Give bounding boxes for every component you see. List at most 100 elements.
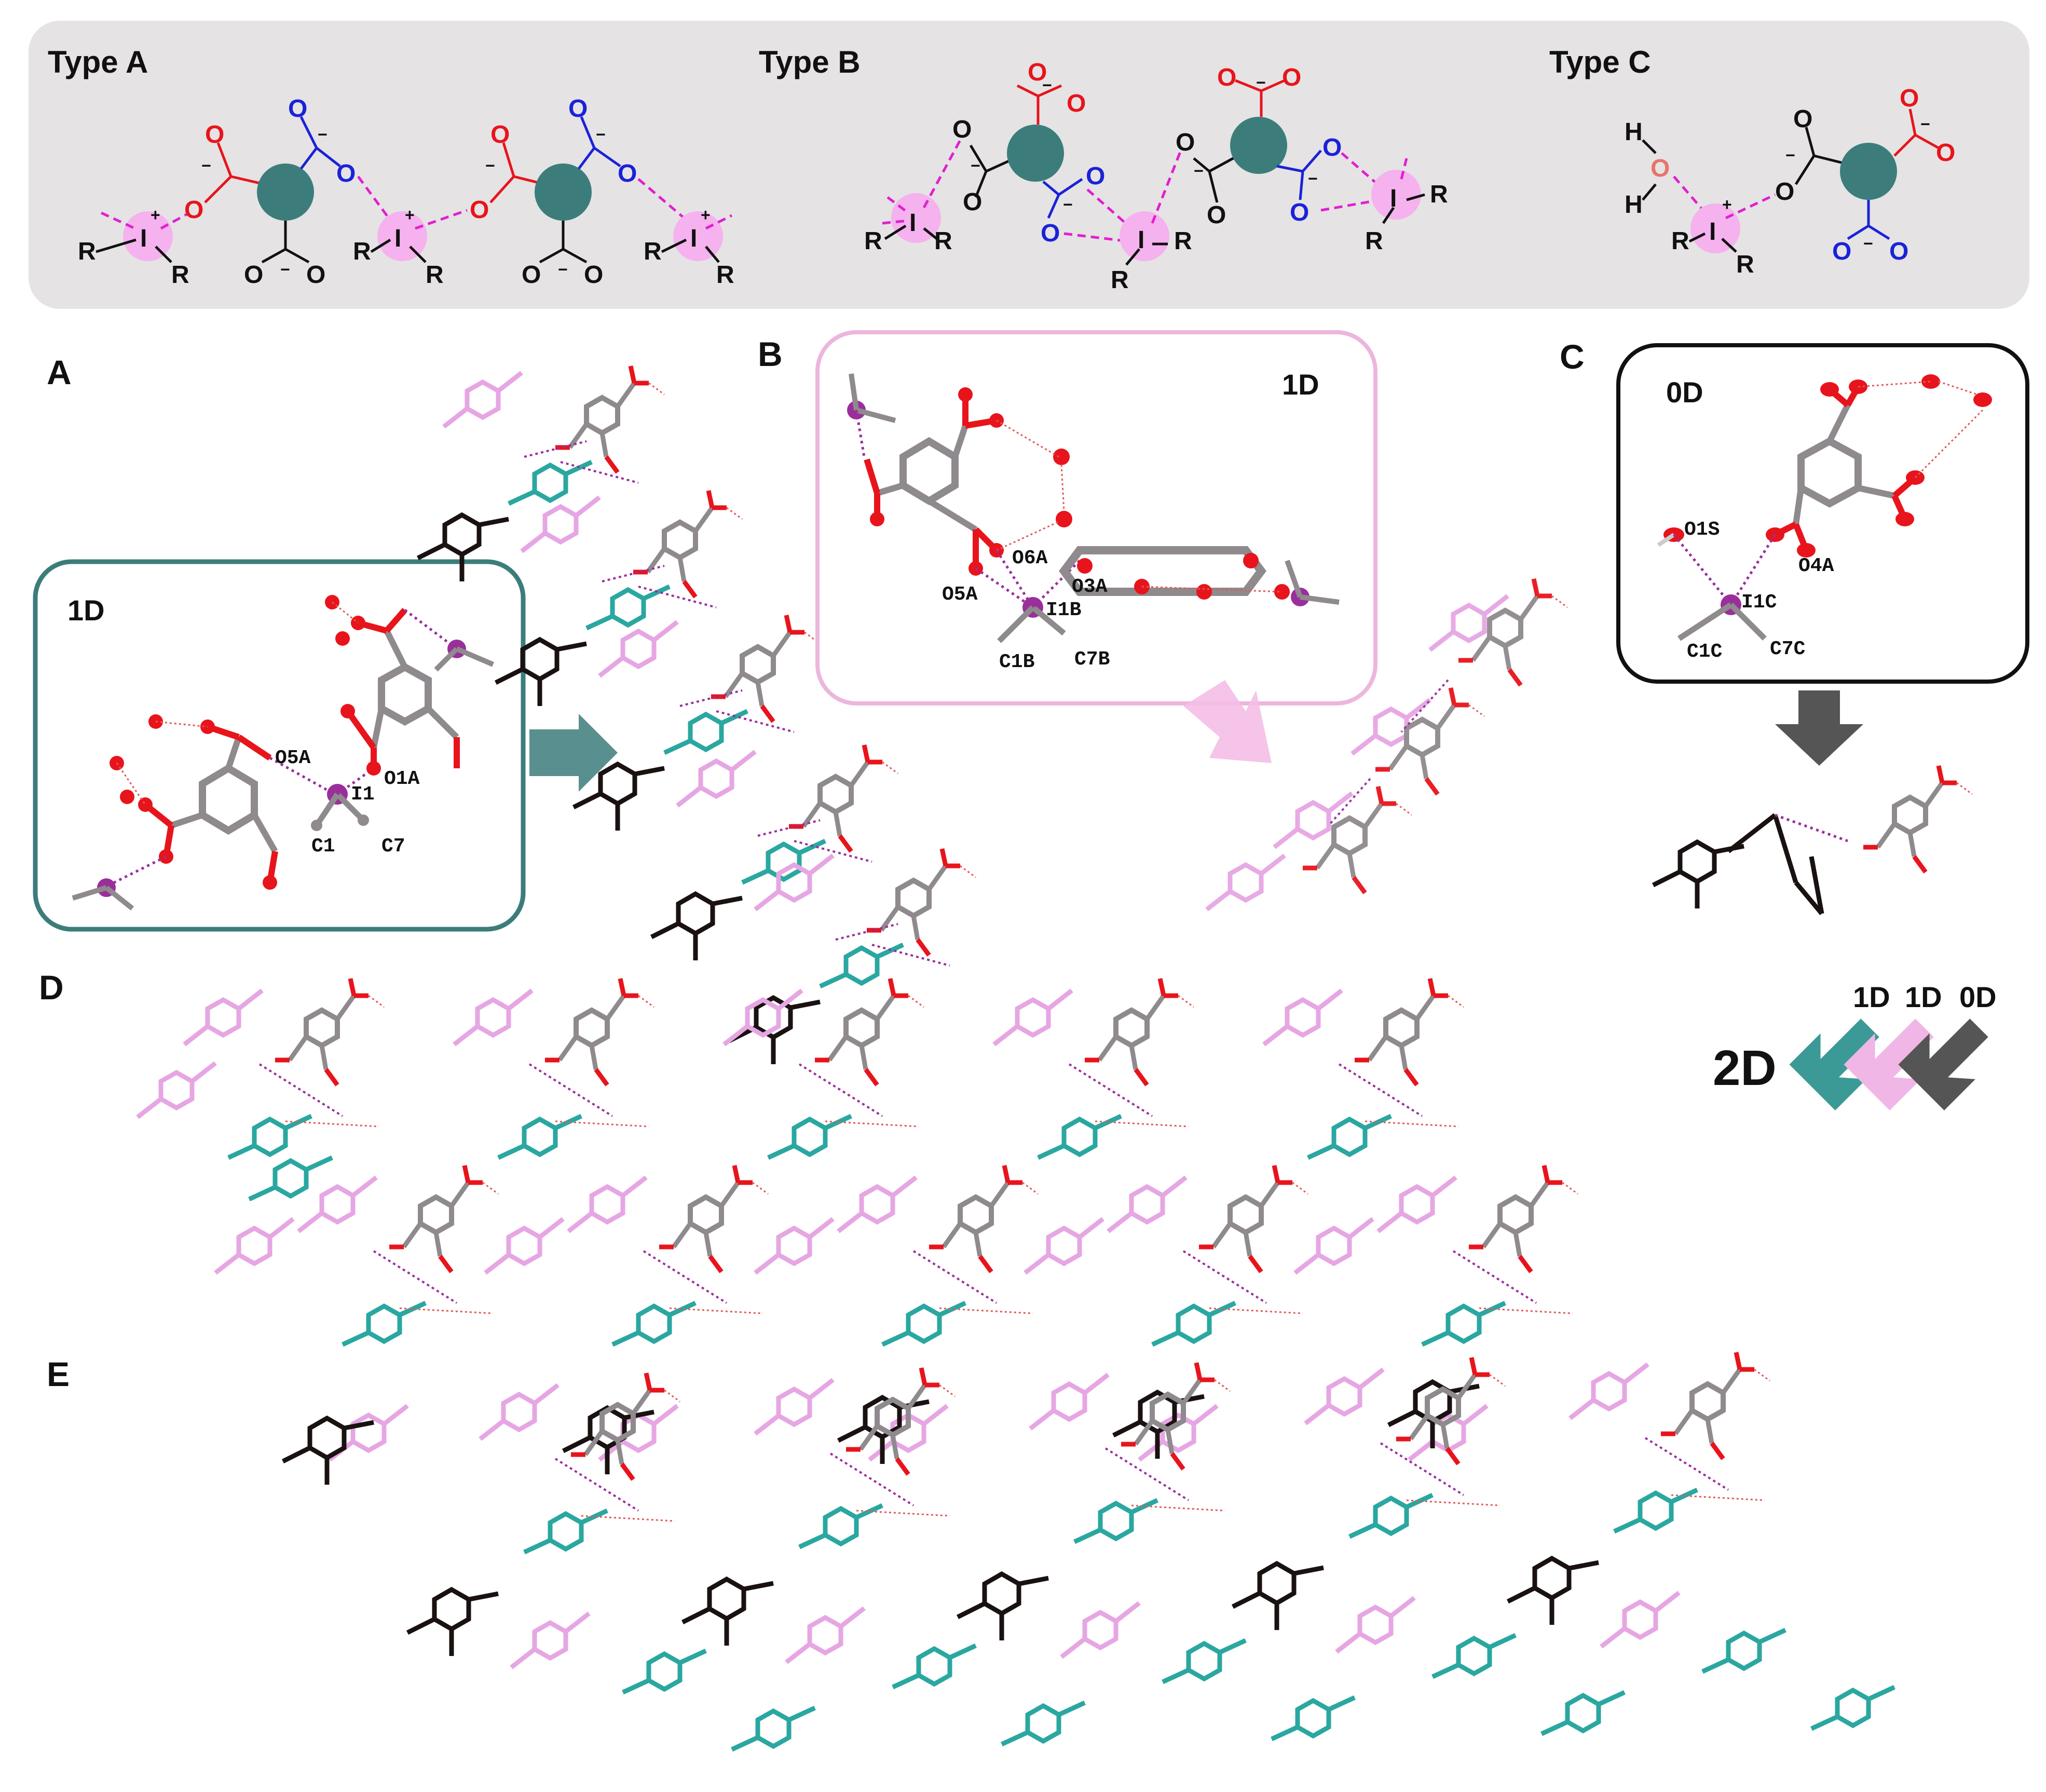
svg-text:O: O — [1322, 134, 1342, 161]
svg-text:O: O — [1217, 64, 1236, 91]
inset-b-box — [815, 330, 1377, 705]
svg-text:R: R — [353, 238, 371, 265]
inset-c-dimension: 0D — [1666, 376, 1703, 409]
type-c-title: Type C — [1549, 45, 1651, 79]
svg-text:O: O — [470, 196, 489, 224]
svg-text:−: − — [1863, 234, 1873, 253]
atom-c1-a: C1 — [311, 835, 335, 858]
atom-c7c-c: C7C — [1770, 638, 1805, 660]
svg-text:R: R — [426, 261, 444, 289]
svg-text:I: I — [690, 225, 697, 252]
svg-text:−: − — [1042, 76, 1052, 94]
svg-text:O: O — [490, 121, 510, 148]
type-b-scheme: R I R O O − O O − O O − I R R O — [864, 59, 1448, 294]
svg-text:−: − — [558, 260, 568, 279]
svg-text:O: O — [522, 261, 541, 289]
svg-text:O: O — [1067, 90, 1086, 117]
svg-text:O: O — [1282, 64, 1301, 91]
svg-text:R: R — [1174, 227, 1192, 255]
svg-text:−: − — [201, 156, 211, 175]
svg-text:O: O — [306, 261, 325, 289]
svg-text:H: H — [1625, 191, 1643, 219]
metal-node-b1 — [1007, 125, 1064, 182]
svg-text:−: − — [596, 125, 606, 144]
svg-text:I: I — [1390, 185, 1397, 212]
panel-label-b: B — [758, 335, 783, 373]
svg-text:R: R — [934, 227, 952, 255]
legend-result-2d: 2D — [1713, 1040, 1777, 1096]
svg-text:−: − — [1194, 161, 1204, 180]
svg-text:O: O — [1176, 129, 1195, 156]
dimension-legend: 1D 1D 0D 2D — [1713, 981, 1997, 1110]
svg-text:I: I — [909, 209, 916, 237]
type-a-title: Type A — [48, 45, 148, 79]
svg-text:0D: 0D — [1959, 981, 1997, 1013]
svg-text:O: O — [1793, 105, 1812, 133]
svg-text:−: − — [1785, 146, 1795, 165]
svg-text:O: O — [618, 160, 637, 187]
inset-a-dimension: 1D — [67, 594, 105, 627]
metal-node-a1 — [257, 164, 314, 221]
atom-o5a-a: O5A — [275, 747, 311, 769]
svg-text:O: O — [1775, 178, 1794, 206]
svg-text:O: O — [568, 95, 588, 123]
svg-text:O: O — [1028, 59, 1047, 86]
panel-label-d: D — [39, 968, 64, 1007]
svg-text:−: − — [971, 156, 980, 175]
atom-c7-a: C7 — [381, 835, 405, 858]
svg-text:H: H — [1625, 118, 1643, 146]
svg-text:R: R — [1430, 181, 1448, 208]
svg-text:R: R — [864, 227, 882, 255]
svg-text:−: − — [318, 125, 328, 144]
metal-node-a2 — [535, 164, 592, 221]
svg-text:O: O — [1041, 220, 1060, 247]
chain-c-packing — [1653, 766, 1972, 915]
atom-c1b-b: C1B — [999, 651, 1034, 673]
atom-o1a-a: O1A — [384, 768, 420, 790]
inset-a-molecule — [72, 595, 494, 911]
svg-text:I: I — [394, 225, 401, 252]
inset-b-dimension: 1D — [1282, 368, 1319, 401]
svg-text:O: O — [963, 188, 982, 216]
svg-text:R: R — [78, 238, 96, 265]
svg-text:−: − — [1256, 73, 1266, 92]
svg-text:−: − — [1063, 195, 1073, 214]
atom-o1s-c: O1S — [1684, 519, 1720, 541]
svg-text:R: R — [644, 238, 662, 265]
svg-text:I: I — [1709, 218, 1716, 246]
metal-node-b2 — [1230, 117, 1287, 174]
panel-label-a: A — [47, 353, 72, 391]
atom-o4a-c: O4A — [1798, 555, 1834, 577]
atom-c7b-b: C7B — [1074, 648, 1110, 671]
svg-text:1D: 1D — [1905, 981, 1942, 1013]
svg-text:R: R — [716, 261, 734, 289]
svg-text:+: + — [405, 206, 415, 224]
svg-text:I: I — [140, 225, 147, 252]
arrow-a — [529, 714, 618, 792]
atom-i1-a: I1 — [351, 783, 375, 806]
type-b-title: Type B — [759, 45, 861, 79]
packing-e — [283, 1352, 1894, 1749]
svg-text:−: − — [485, 156, 495, 175]
svg-text:O: O — [184, 196, 203, 224]
inset-a-box — [33, 559, 526, 932]
svg-text:1D: 1D — [1853, 981, 1890, 1013]
svg-text:O: O — [336, 160, 356, 187]
svg-text:R: R — [1365, 227, 1383, 255]
arrow-c — [1775, 690, 1863, 766]
svg-text:+: + — [701, 206, 711, 224]
svg-text:−: − — [1920, 115, 1930, 133]
type-c-scheme: H H O R I + R O O − O O − O O − — [1625, 85, 1955, 278]
svg-text:R: R — [1111, 266, 1129, 294]
svg-text:I: I — [1138, 226, 1144, 254]
svg-text:O: O — [1207, 201, 1226, 229]
panel-label-c: C — [1560, 337, 1585, 376]
svg-text:O: O — [1651, 155, 1670, 182]
type-a-scheme: R I + R O O − O O − O O − R I + — [78, 95, 734, 289]
atom-c1c-c: C1C — [1687, 641, 1722, 663]
inset-c-box — [1616, 343, 2029, 684]
svg-text:−: − — [280, 260, 290, 279]
svg-text:O: O — [1832, 238, 1851, 265]
atom-o5a-b: O5A — [942, 583, 978, 606]
